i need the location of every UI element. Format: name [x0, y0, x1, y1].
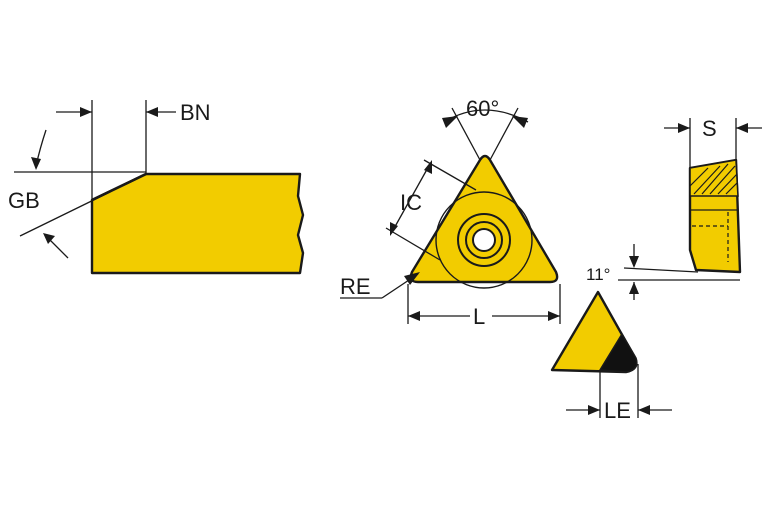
wiper-edge-black: [598, 332, 638, 373]
re-label: RE: [340, 274, 371, 299]
chamfer-side-view: BN GB: [8, 100, 305, 275]
l-label: L: [473, 304, 485, 329]
ic-dim-line: [391, 163, 431, 233]
clearance-arrow-bottom: [629, 282, 639, 294]
side-view-hatching: [689, 163, 738, 195]
insert-side-body: [90, 172, 305, 275]
chamfer-edge: [91, 172, 147, 202]
s-arrow-right: [736, 123, 748, 133]
angle-60-arrow-left: [442, 116, 458, 128]
l-arrow-right: [548, 311, 560, 321]
inscribed-circle-outline: [435, 191, 533, 289]
gb-reference-chamfer: [19, 191, 111, 237]
s-label: S: [702, 116, 717, 141]
clearance-arrow-top: [629, 256, 639, 268]
bn-arrow-left: [80, 107, 92, 117]
angle-60-arrow-right: [512, 116, 528, 128]
clearance-11-label: 11°: [586, 265, 610, 284]
le-label: LE: [604, 398, 631, 423]
ic-arrow-bottom: [390, 222, 398, 236]
insert-side-view: S 11°: [586, 116, 762, 300]
le-arrow-left: [588, 405, 600, 415]
s-arrow-left: [678, 123, 690, 133]
bn-arrow-right: [146, 107, 158, 117]
gb-arrow-lower: [43, 233, 55, 244]
clearance-flank: [623, 267, 699, 273]
ic-extension-bottom: [385, 227, 441, 261]
gb-label: GB: [8, 188, 40, 213]
gb-arrow-upper: [31, 157, 41, 170]
ic-extension-top: [423, 159, 477, 191]
l-arrow-left: [408, 311, 420, 321]
side-view-hatch-zone: [689, 159, 739, 197]
angle-60-label: 60°: [466, 96, 499, 121]
ic-label: IC: [400, 190, 422, 215]
l-label-background: [470, 302, 492, 328]
bn-label: BN: [180, 100, 211, 125]
wiper-edge-detail: LE: [550, 290, 672, 423]
re-arrow: [404, 272, 420, 285]
ic-arrow-top: [424, 160, 432, 174]
center-hole: [472, 228, 496, 252]
le-arrow-right: [638, 405, 650, 415]
triangle-insert-top-view: 60° IC RE L: [340, 96, 561, 329]
